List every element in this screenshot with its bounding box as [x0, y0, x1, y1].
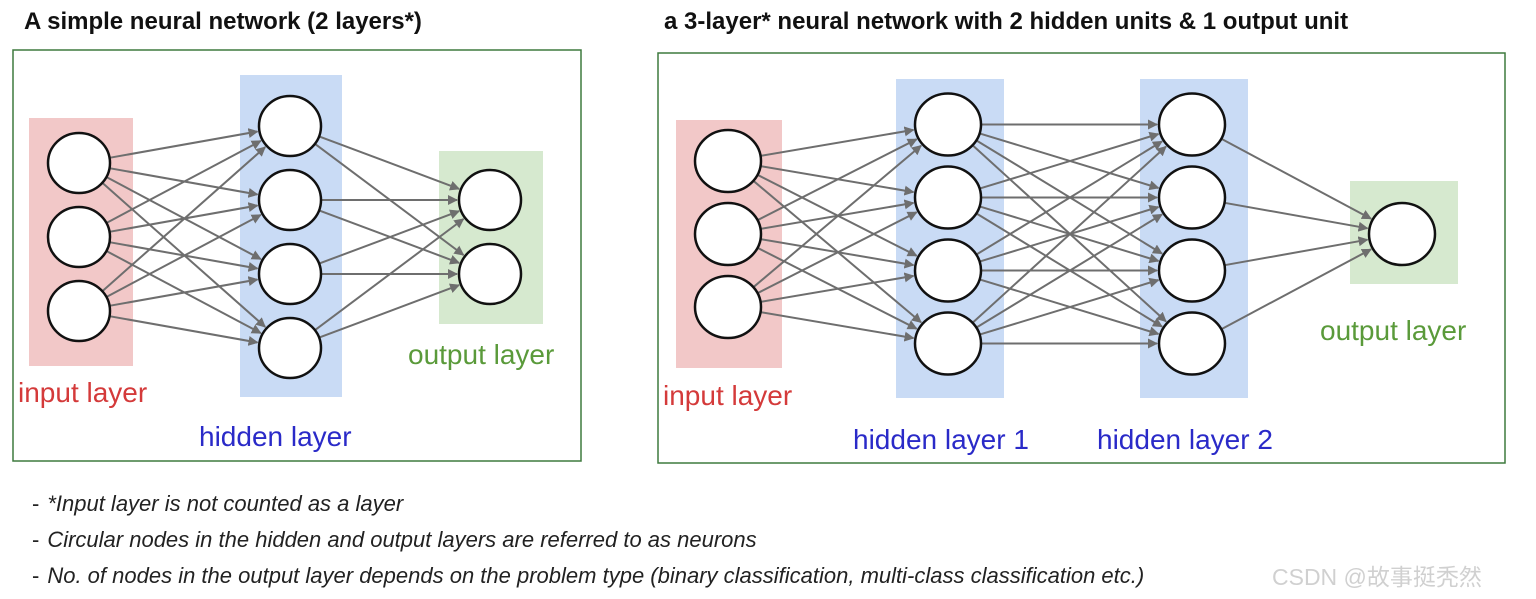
- right-connection-arrow: [971, 145, 1167, 324]
- right-neuron-layer-1: [693, 128, 763, 194]
- right-connection-arrow: [979, 131, 1160, 190]
- right-hidden-layer-1-label: hidden layer 1: [853, 424, 1029, 455]
- left-neuron-layer-2: [257, 94, 323, 158]
- note-text: *Input layer is not counted as a layer: [47, 491, 404, 516]
- left-input-layer-label: input layer: [18, 377, 147, 408]
- right-neuron-layer-2: [913, 92, 983, 157]
- left-neuron-layer-1: [46, 131, 112, 195]
- left-connection-arrow: [318, 135, 461, 191]
- right-connection-arrow: [1220, 137, 1372, 220]
- left-neuron-layer-2: [257, 316, 323, 380]
- right-panel-frame: [657, 52, 1506, 464]
- note-item: -No. of nodes in the output layer depend…: [32, 560, 1144, 596]
- left-neuron-layer-2: [257, 168, 323, 232]
- right-neuron-layer-2: [913, 165, 983, 230]
- left-neuron-layer-1: [46, 279, 112, 343]
- left-neuron-layer-1: [46, 205, 112, 269]
- left-connection-arrow: [109, 276, 259, 307]
- right-connection-arrow: [1224, 236, 1369, 267]
- left-connection-arrow: [105, 140, 262, 224]
- left-connection-arrow: [109, 128, 259, 159]
- note-item: -Circular nodes in the hidden and output…: [32, 524, 1144, 560]
- left-connections: [101, 128, 465, 346]
- note-bullet: -: [32, 563, 40, 588]
- right-connection-arrow: [975, 140, 1163, 256]
- right-neurons: [693, 92, 1437, 376]
- right-connection-arrow: [760, 126, 915, 157]
- left-connection-arrow: [105, 214, 262, 298]
- left-diagram-title: A simple neural network (2 layers*): [24, 8, 422, 35]
- left-hidden-layer-label: hidden layer: [199, 421, 352, 452]
- note-text: No. of nodes in the output layer depends…: [47, 563, 1145, 588]
- left-output-layer-label: output layer: [408, 339, 554, 370]
- right-neuron-layer-2: [913, 238, 983, 303]
- right-connection-arrow: [1220, 248, 1372, 331]
- left-connection-arrow: [318, 283, 461, 339]
- right-neuron-layer-3: [1157, 92, 1227, 157]
- left-panel-frame: [12, 49, 582, 462]
- note-bullet: -: [32, 527, 40, 552]
- left-neuron-layer-3: [457, 168, 523, 232]
- right-network-panel: input layer hidden layer 1 hidden layer …: [657, 52, 1506, 464]
- right-neuron-layer-1: [693, 274, 763, 340]
- note-item: -*Input layer is not counted as a layer: [32, 488, 1144, 524]
- right-connection-arrow: [757, 138, 918, 222]
- right-connection-arrow: [757, 211, 918, 295]
- right-neuron-layer-2: [913, 311, 983, 376]
- notes-list: -*Input layer is not counted as a layer …: [32, 488, 1144, 596]
- right-connection-arrow: [760, 311, 915, 342]
- right-connection-arrow: [1224, 201, 1369, 232]
- right-connection-arrow: [975, 213, 1163, 329]
- left-connection-arrow: [109, 315, 259, 346]
- left-neuron-layer-3: [457, 242, 523, 306]
- right-input-layer-label: input layer: [663, 380, 792, 411]
- note-bullet: -: [32, 491, 40, 516]
- right-connections: [752, 119, 1372, 349]
- right-connection-arrow: [979, 277, 1160, 336]
- left-connection-arrow: [314, 218, 465, 332]
- left-connection-arrow: [318, 209, 461, 265]
- network-diagrams: input layer hidden layer output layer in…: [12, 49, 1506, 464]
- right-neuron-layer-3: [1157, 238, 1227, 303]
- right-connection-arrow: [752, 144, 922, 288]
- right-neuron-layer-3: [1157, 165, 1227, 230]
- left-neurons: [46, 94, 523, 380]
- note-text: Circular nodes in the hidden and output …: [47, 527, 757, 552]
- watermark: CSDN @故事挺秃然: [1272, 564, 1482, 590]
- right-neuron-layer-1: [693, 201, 763, 267]
- right-output-layer-label: output layer: [1320, 315, 1466, 346]
- right-neuron-layer-3: [1157, 311, 1227, 376]
- right-hidden-layer-2-label: hidden layer 2: [1097, 424, 1273, 455]
- left-neuron-layer-2: [257, 242, 323, 306]
- right-diagram-title: a 3-layer* neural network with 2 hidden …: [664, 8, 1349, 35]
- right-neuron-layer-4: [1367, 201, 1437, 267]
- right-connection-arrow: [760, 272, 915, 303]
- left-connection-arrow: [101, 146, 266, 292]
- left-network-panel: input layer hidden layer output layer: [12, 49, 582, 462]
